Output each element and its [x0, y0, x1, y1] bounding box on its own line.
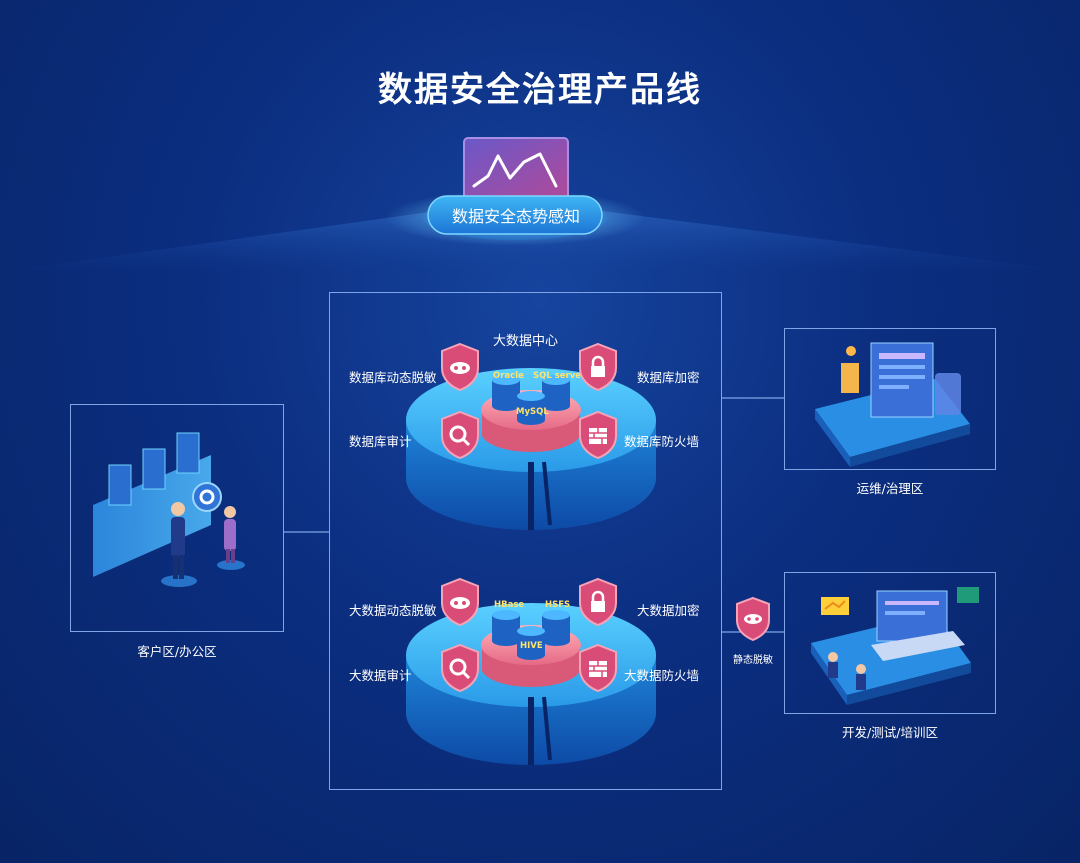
firewall-shield-icon [579, 643, 617, 693]
office-illustration [93, 432, 245, 587]
page-title: 数据安全治理产品线 [378, 70, 702, 110]
bigdata-encryption-label: 大数据加密 [637, 603, 700, 618]
bigdata-audit-label: 大数据审计 [349, 668, 412, 683]
dev-zone-panel [784, 572, 996, 714]
firewall-shield-icon [579, 410, 617, 460]
dev-illustration [811, 587, 979, 705]
db-tag-sqlserver: SQL server [533, 371, 586, 381]
db-tag-oracle: Oracle [493, 371, 524, 381]
big-data-center-heading: 大数据中心 [493, 334, 559, 349]
ops-illustration [815, 342, 970, 467]
client-zone-label: 客户区/办公区 [137, 644, 217, 659]
db-tag-hive: HIVE [520, 641, 543, 651]
database-cylinder-icon [492, 610, 570, 660]
audit-search-shield-icon [441, 410, 479, 460]
awareness-monitor [423, 137, 607, 240]
ops-zone-panel [784, 328, 996, 470]
bigdata-firewall-label: 大数据防火墙 [624, 668, 700, 683]
mask-shield-icon [441, 342, 479, 392]
db-audit-label: 数据库审计 [349, 434, 412, 449]
db-encryption-label: 数据库加密 [637, 370, 700, 385]
trend-line-icon [472, 152, 558, 188]
static-masking-shield-icon [736, 596, 770, 642]
dev-zone-label: 开发/测试/培训区 [842, 725, 938, 740]
db-tag-hsfs: HSFS [545, 600, 571, 610]
big-data-center-panel [329, 292, 722, 790]
db-tag-hbase: HBase [494, 600, 525, 610]
bigdata-masking-label: 大数据动态脱敏 [349, 603, 437, 618]
database-cylinder-icon [492, 375, 570, 425]
gear-icon [199, 489, 215, 505]
awareness-label: 数据安全态势感知 [451, 207, 580, 226]
ops-zone-label: 运维/治理区 [856, 481, 924, 496]
lock-shield-icon [579, 342, 617, 392]
audit-search-shield-icon [441, 643, 479, 693]
static-masking-label: 静态脱敏 [733, 655, 773, 666]
db-masking-label: 数据库动态脱敏 [349, 370, 437, 385]
client-zone-panel [70, 404, 284, 632]
db-tag-mysql: MySQL [516, 407, 549, 417]
db-firewall-label: 数据库防火墙 [624, 434, 700, 449]
mask-shield-icon [441, 577, 479, 627]
lock-shield-icon [579, 577, 617, 627]
